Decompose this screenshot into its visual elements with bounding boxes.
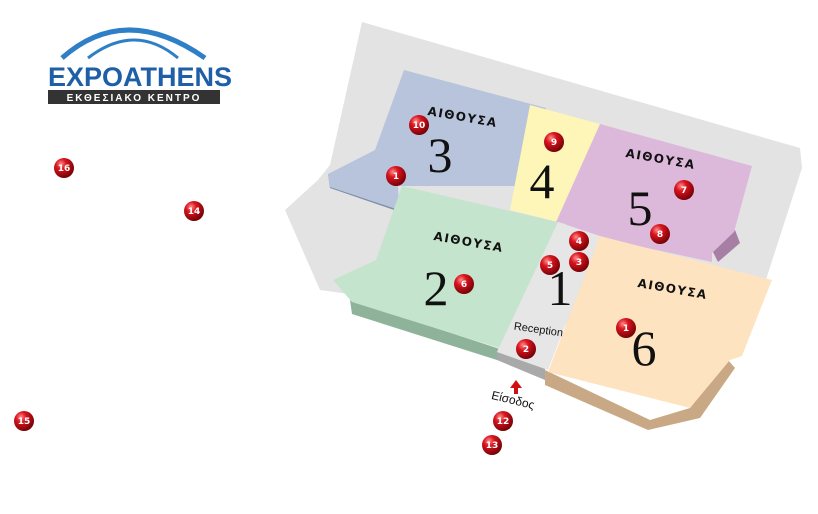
entrance[interactable]: Είσοδος xyxy=(490,380,536,412)
marker-pin-icon xyxy=(409,115,429,135)
marker-15[interactable]: 15 xyxy=(14,411,34,431)
marker-number: 4 xyxy=(576,237,582,247)
marker-14[interactable]: 14 xyxy=(184,201,204,221)
marker-2[interactable]: 2 xyxy=(516,339,536,359)
hall-2-number: 2 xyxy=(424,260,449,316)
marker-number: 6 xyxy=(461,280,467,290)
marker-number: 5 xyxy=(547,261,553,271)
entrance-label: Είσοδος xyxy=(490,388,536,412)
marker-number: 14 xyxy=(188,207,201,217)
marker-pin-icon xyxy=(14,411,34,431)
logo-subtitle-bar xyxy=(48,90,220,104)
marker-4[interactable]: 4 xyxy=(569,231,589,251)
hall-6-side xyxy=(545,360,735,430)
marker-6[interactable]: 6 xyxy=(454,274,474,294)
marker-number: 1 xyxy=(393,172,399,182)
marker-number: 3 xyxy=(576,258,582,268)
marker-number: 1 xyxy=(623,324,629,334)
marker-1[interactable]: 1 xyxy=(386,166,406,186)
marker-1[interactable]: 1 xyxy=(616,318,636,338)
marker-5[interactable]: 5 xyxy=(540,255,560,275)
hall-4-number: 4 xyxy=(530,153,555,209)
marker-pin-icon xyxy=(54,158,74,178)
marker-number: 13 xyxy=(486,441,499,451)
marker-pin-icon xyxy=(184,201,204,221)
marker-pin-icon xyxy=(482,435,502,455)
marker-9[interactable]: 9 xyxy=(544,132,564,152)
marker-pin-icon xyxy=(650,224,670,244)
marker-pin-icon xyxy=(386,166,406,186)
marker-10[interactable]: 10 xyxy=(409,115,429,135)
marker-7[interactable]: 7 xyxy=(674,180,694,200)
marker-number: 2 xyxy=(523,345,529,355)
hall-3-number: 3 xyxy=(428,127,453,183)
marker-12[interactable]: 12 xyxy=(493,411,513,431)
marker-8[interactable]: 8 xyxy=(650,224,670,244)
hall-2-floor xyxy=(333,186,566,352)
marker-16[interactable]: 16 xyxy=(54,158,74,178)
hall-5[interactable]: ΑΙΘΟΥΣΑ 5 xyxy=(556,124,752,262)
marker-13[interactable]: 13 xyxy=(482,435,502,455)
hall-2[interactable]: ΑΙΘΟΥΣΑ 2 xyxy=(333,186,566,360)
hall-6[interactable]: ΑΙΘΟΥΣΑ 6 xyxy=(545,236,772,430)
hall-2-side xyxy=(350,300,497,360)
marker-pin-icon xyxy=(569,231,589,251)
logo-arch-inner xyxy=(87,38,179,60)
expoathens-logo: EXPOATHENS ΕΚΘΕΣΙΑΚΟ ΚΕΝΤΡΟ xyxy=(48,27,232,104)
marker-number: 7 xyxy=(681,186,687,196)
logo-subtitle: ΕΚΘΕΣΙΑΚΟ ΚΕΝΤΡΟ xyxy=(67,93,202,104)
logo-expo: EXPO xyxy=(48,62,123,92)
marker-number: 9 xyxy=(551,138,557,148)
marker-pin-icon xyxy=(674,180,694,200)
marker-number: 12 xyxy=(497,417,510,427)
marker-pin-icon xyxy=(544,132,564,152)
marker-pin-icon xyxy=(516,339,536,359)
marker-pin-icon xyxy=(540,255,560,275)
hall-5-number: 5 xyxy=(628,180,653,236)
logo-athens: ATHENS xyxy=(123,62,232,92)
marker-3[interactable]: 3 xyxy=(569,252,589,272)
marker-number: 15 xyxy=(18,417,31,427)
hall-5-side xyxy=(712,230,740,262)
marker-number: 10 xyxy=(413,121,426,131)
hall-5-floor xyxy=(556,124,752,262)
marker-pin-icon xyxy=(493,411,513,431)
hall-6-floor xyxy=(548,236,772,408)
entrance-arrow-icon xyxy=(510,380,522,394)
marker-pin-icon xyxy=(454,274,474,294)
marker-number: 8 xyxy=(657,230,663,240)
marker-number: 16 xyxy=(58,164,71,174)
svg-text:EXPOATHENS: EXPOATHENS xyxy=(48,62,232,92)
marker-pin-icon xyxy=(616,318,636,338)
logo-arch xyxy=(60,27,207,61)
marker-pin-icon xyxy=(569,252,589,272)
